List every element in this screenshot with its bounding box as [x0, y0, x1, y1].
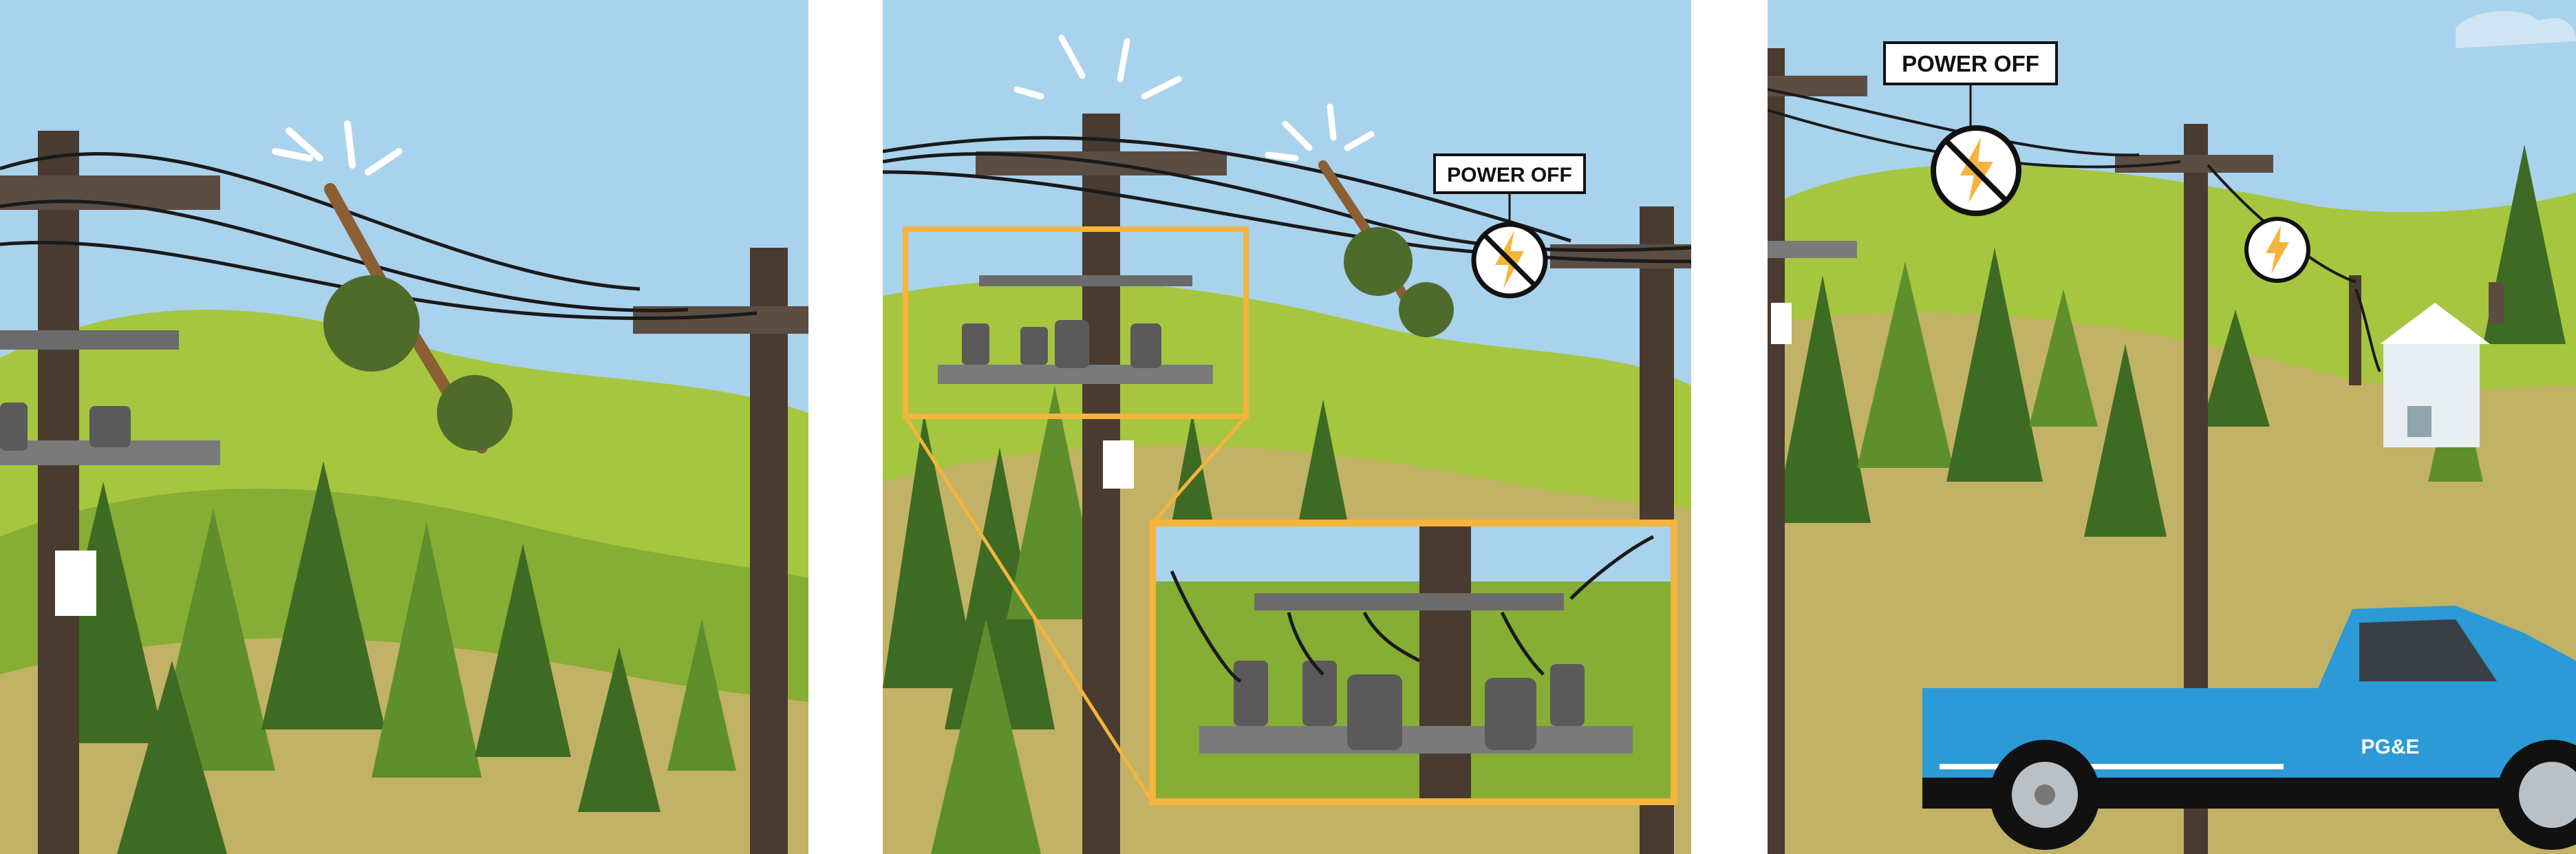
spark-icon [1013, 34, 1375, 162]
house-door [2407, 406, 2432, 437]
pine-tree [883, 413, 979, 688]
meter-box [1103, 440, 1134, 489]
power-line [0, 152, 641, 291]
utility-pole [2349, 275, 2361, 385]
panel-3-illustration: POWER OFF PG&E [1768, 0, 2576, 854]
pine-tree [1946, 248, 2043, 482]
pg-and-e-logo: PG&E [2361, 736, 2419, 758]
pine-tree [2084, 344, 2167, 537]
pine-tree [2201, 310, 2270, 427]
fuse-cutout [1020, 327, 1048, 365]
cloud [2456, 11, 2576, 48]
meter-box [55, 551, 96, 616]
pine-tree [945, 447, 1055, 729]
fuse-cutout [89, 406, 131, 447]
chimney [2489, 282, 2504, 323]
inset-pole [1419, 526, 1471, 798]
inset-sky [1156, 526, 1671, 581]
panel-tree-contact [0, 0, 808, 854]
pine-tree [1007, 385, 1103, 619]
fuse-bracket [979, 275, 1192, 286]
truck-wheel [2497, 740, 2576, 850]
power-lines [0, 152, 758, 321]
pine-tree [372, 523, 482, 778]
crossarm [2115, 155, 2273, 173]
power-line [0, 241, 758, 321]
inset-fuse [1485, 678, 1536, 750]
pine-needles [1399, 282, 1454, 337]
inset-mount [1199, 726, 1633, 754]
pine-needles [437, 375, 513, 451]
power-off-label-box [1883, 41, 2058, 85]
panel-fuse-trip: POWER OFF [883, 0, 1691, 854]
power-line [883, 136, 1571, 243]
fallen-branch [1318, 160, 1454, 337]
power-off-indicator: POWER OFF [1883, 41, 2058, 216]
utility-pole [750, 248, 788, 854]
power-off-label: POWER OFF [1447, 164, 1572, 186]
inset-bracket [1254, 593, 1564, 610]
pine-tree [1857, 261, 1953, 468]
pine-tree [261, 461, 385, 729]
pine-needles [323, 275, 420, 372]
pine-tree [578, 647, 661, 812]
pine-tree [2029, 289, 2098, 427]
fuse-cutout [962, 323, 989, 365]
fuse-mount [1768, 241, 1857, 258]
inset-fuse [1302, 661, 1337, 726]
truck-stripe [1940, 764, 2284, 769]
fuse-cutout [1055, 320, 1089, 368]
power-off-indicator: POWER OFF [1433, 153, 1586, 299]
utility-pole [1768, 48, 1785, 854]
fuse-cutout [1130, 323, 1161, 368]
panel-2-illustration: POWER OFF [883, 0, 1691, 854]
inset-fuse [1234, 661, 1268, 726]
fuse-cutout [0, 403, 28, 451]
power-line [2354, 288, 2381, 372]
no-power-icon [1931, 125, 2021, 216]
panel-crew-response: POWER OFF PG&E [1768, 0, 2576, 854]
inset-fuse [1550, 664, 1585, 726]
zoom-connector [903, 415, 1155, 803]
power-line [883, 152, 1691, 253]
no-power-icon [1471, 222, 1548, 299]
pine-needles [1344, 227, 1413, 296]
house-roof [2380, 303, 2490, 344]
power-line [0, 200, 689, 312]
pine-tree [931, 619, 1041, 854]
power-off-label: POWER OFF [1902, 51, 2039, 76]
inset-wires [1170, 535, 1655, 683]
fuse-highlight-frame [903, 226, 1249, 419]
pge-truck: PG&E [1922, 606, 2576, 850]
pine-tree [475, 544, 571, 757]
fallen-branch [323, 183, 513, 453]
utility-pole [38, 131, 79, 854]
inset-fuse [1347, 674, 1402, 750]
power-off-label-box [1433, 153, 1586, 194]
pine-tree [667, 619, 736, 771]
meter-box [1771, 303, 1792, 344]
zoom-connector [1151, 415, 1247, 524]
no-power-icon [2244, 217, 2310, 283]
spark-icon [272, 120, 402, 175]
truck-wheel [1990, 740, 2100, 850]
fuse-zoom-inset [1149, 520, 1677, 805]
panel-1-illustration [0, 0, 808, 854]
branch [1318, 160, 1424, 328]
lightning-bolt-icon [2266, 226, 2289, 274]
truck-window [2359, 619, 2497, 681]
house [2380, 282, 2504, 447]
pine-tree [1774, 275, 1871, 523]
fuse-bracket [0, 330, 179, 350]
pine-tree [117, 661, 227, 854]
